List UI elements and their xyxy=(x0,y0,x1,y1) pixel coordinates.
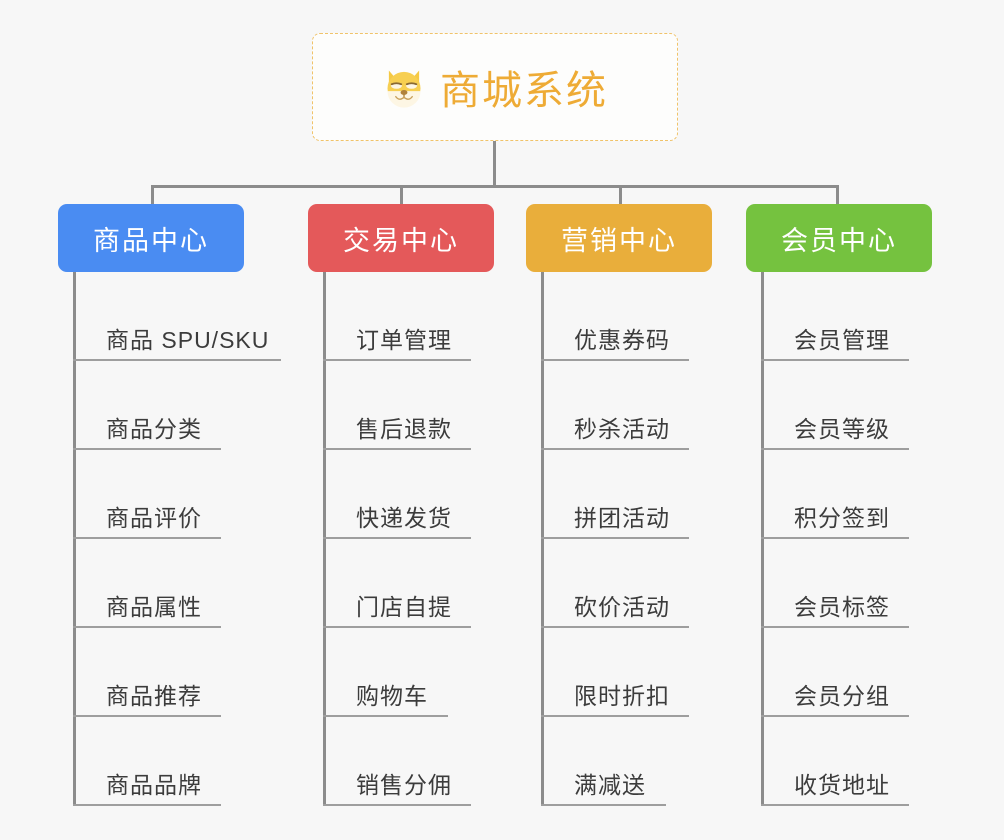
leaf-label: 砍价活动 xyxy=(574,594,670,620)
branch-label-member-center: 会员中心 xyxy=(781,225,897,256)
leaf-item[interactable]: 订单管理 xyxy=(323,272,494,361)
leaf-list-member-center: 会员管理会员等级积分签到会员标签会员分组收货地址 xyxy=(761,272,932,806)
leaf-label: 商品品牌 xyxy=(106,772,202,798)
branch-label-trade-center: 交易中心 xyxy=(343,225,459,256)
leaf-underline xyxy=(323,537,471,539)
leaf-underline xyxy=(541,359,689,361)
leaf-underline xyxy=(323,715,448,717)
leaf-item[interactable]: 会员等级 xyxy=(761,361,932,450)
leaf-label: 优惠券码 xyxy=(574,327,670,353)
leaf-underline xyxy=(73,715,221,717)
root-title: 商城系统 xyxy=(440,69,608,113)
leaf-label: 限时折扣 xyxy=(574,683,670,709)
dog-face-icon xyxy=(382,65,426,109)
leaf-underline xyxy=(73,537,221,539)
leaf-underline xyxy=(73,804,221,806)
leaf-label: 满减送 xyxy=(574,772,646,798)
leaf-item[interactable]: 会员分组 xyxy=(761,628,932,717)
leaf-item[interactable]: 商品品牌 xyxy=(73,717,269,806)
branch-spine-member-center xyxy=(761,272,764,806)
leaf-item[interactable]: 拼团活动 xyxy=(541,450,712,539)
leaf-underline xyxy=(761,448,909,450)
leaf-underline xyxy=(761,715,909,717)
branch-header-marketing-center[interactable]: 营销中心 xyxy=(526,204,712,272)
leaf-item[interactable]: 购物车 xyxy=(323,628,494,717)
branch-member-center: 会员中心会员管理会员等级积分签到会员标签会员分组收货地址 xyxy=(746,204,932,806)
leaf-underline xyxy=(73,448,221,450)
leaf-underline xyxy=(541,448,689,450)
leaf-label: 商品属性 xyxy=(106,594,202,620)
branch-spine-trade-center xyxy=(323,272,326,806)
leaf-label: 拼团活动 xyxy=(574,505,670,531)
leaf-item[interactable]: 商品 SPU/SKU xyxy=(73,272,281,361)
leaf-underline xyxy=(323,626,471,628)
leaf-label: 会员管理 xyxy=(794,327,890,353)
leaf-underline xyxy=(761,804,909,806)
leaf-item[interactable]: 秒杀活动 xyxy=(541,361,712,450)
leaf-label: 购物车 xyxy=(356,683,428,709)
leaf-item[interactable]: 会员管理 xyxy=(761,272,932,361)
leaf-item[interactable]: 收货地址 xyxy=(761,717,932,806)
leaf-item[interactable]: 砍价活动 xyxy=(541,539,712,628)
leaf-item[interactable]: 商品推荐 xyxy=(73,628,269,717)
leaf-label: 门店自提 xyxy=(356,594,452,620)
branch-product-center: 商品中心商品 SPU/SKU 商品分类商品评价商品属性商品推荐商品品牌 xyxy=(58,204,281,806)
leaf-label: 积分签到 xyxy=(794,505,890,531)
leaf-label: 商品分类 xyxy=(106,416,202,442)
leaf-item[interactable]: 快递发货 xyxy=(323,450,494,539)
leaf-label: 订单管理 xyxy=(356,327,452,353)
leaf-label: 收货地址 xyxy=(794,772,890,798)
leaf-label: 售后退款 xyxy=(356,416,452,442)
branch-trade-center: 交易中心订单管理售后退款快递发货门店自提购物车销售分佣 xyxy=(308,204,494,806)
branch-header-member-center[interactable]: 会员中心 xyxy=(746,204,932,272)
leaf-underline xyxy=(761,359,909,361)
branch-spine-marketing-center xyxy=(541,272,544,806)
leaf-list-product-center: 商品 SPU/SKU 商品分类商品评价商品属性商品推荐商品品牌 xyxy=(73,272,281,806)
leaf-item[interactable]: 商品属性 xyxy=(73,539,269,628)
leaf-list-trade-center: 订单管理售后退款快递发货门店自提购物车销售分佣 xyxy=(323,272,494,806)
leaf-underline xyxy=(761,537,909,539)
leaf-item[interactable]: 积分签到 xyxy=(761,450,932,539)
leaf-item[interactable]: 会员标签 xyxy=(761,539,932,628)
leaf-label: 商品评价 xyxy=(106,505,202,531)
leaf-label: 快递发货 xyxy=(356,505,452,531)
leaf-item[interactable]: 满减送 xyxy=(541,717,712,806)
leaf-item[interactable]: 门店自提 xyxy=(323,539,494,628)
leaf-label: 秒杀活动 xyxy=(574,416,670,442)
trunk-stem xyxy=(493,141,496,187)
leaf-item[interactable]: 优惠券码 xyxy=(541,272,712,361)
leaf-underline xyxy=(323,359,471,361)
leaf-underline xyxy=(541,626,689,628)
branch-label-product-center: 商品中心 xyxy=(93,225,209,256)
leaf-underline xyxy=(323,804,471,806)
trunk-bar xyxy=(151,185,839,188)
leaf-item[interactable]: 销售分佣 xyxy=(323,717,494,806)
leaf-underline xyxy=(73,626,221,628)
branch-header-product-center[interactable]: 商品中心 xyxy=(58,204,244,272)
leaf-underline xyxy=(541,537,689,539)
leaf-list-marketing-center: 优惠券码秒杀活动拼团活动砍价活动限时折扣满减送 xyxy=(541,272,712,806)
branch-header-trade-center[interactable]: 交易中心 xyxy=(308,204,494,272)
branch-spine-product-center xyxy=(73,272,76,806)
leaf-underline xyxy=(541,715,689,717)
leaf-item[interactable]: 售后退款 xyxy=(323,361,494,450)
leaf-underline xyxy=(761,626,909,628)
leaf-label: 会员标签 xyxy=(794,594,890,620)
leaf-label: 商品推荐 xyxy=(106,683,202,709)
leaf-underline xyxy=(73,359,281,361)
leaf-item[interactable]: 商品分类 xyxy=(73,361,269,450)
branch-label-marketing-center: 营销中心 xyxy=(561,225,677,256)
branch-marketing-center: 营销中心优惠券码秒杀活动拼团活动砍价活动限时折扣满减送 xyxy=(526,204,712,806)
leaf-label: 会员等级 xyxy=(794,416,890,442)
leaf-item[interactable]: 商品评价 xyxy=(73,450,269,539)
leaf-underline xyxy=(323,448,471,450)
leaf-underline xyxy=(541,804,666,806)
leaf-label: 销售分佣 xyxy=(356,772,452,798)
leaf-item[interactable]: 限时折扣 xyxy=(541,628,712,717)
root-node[interactable]: 商城系统 xyxy=(312,33,678,141)
leaf-label: 商品 SPU/SKU xyxy=(106,327,270,353)
leaf-label: 会员分组 xyxy=(794,683,890,709)
